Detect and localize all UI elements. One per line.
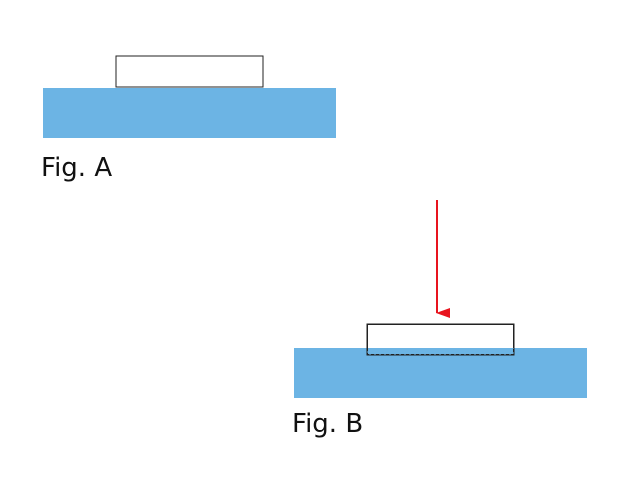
fig-b-block-solid-outline bbox=[367, 324, 514, 348]
fig-a-label: Fig. A bbox=[41, 153, 113, 183]
fig-b-block-embedded-outline bbox=[367, 348, 514, 355]
fig-a-block bbox=[115, 55, 264, 88]
figure-a bbox=[43, 55, 336, 138]
fig-b-block-top bbox=[367, 324, 514, 348]
fig-a-surface bbox=[43, 88, 336, 138]
fig-b-surface bbox=[294, 348, 587, 398]
figure-b bbox=[294, 200, 587, 398]
fig-b-label: Fig. B bbox=[292, 409, 364, 439]
